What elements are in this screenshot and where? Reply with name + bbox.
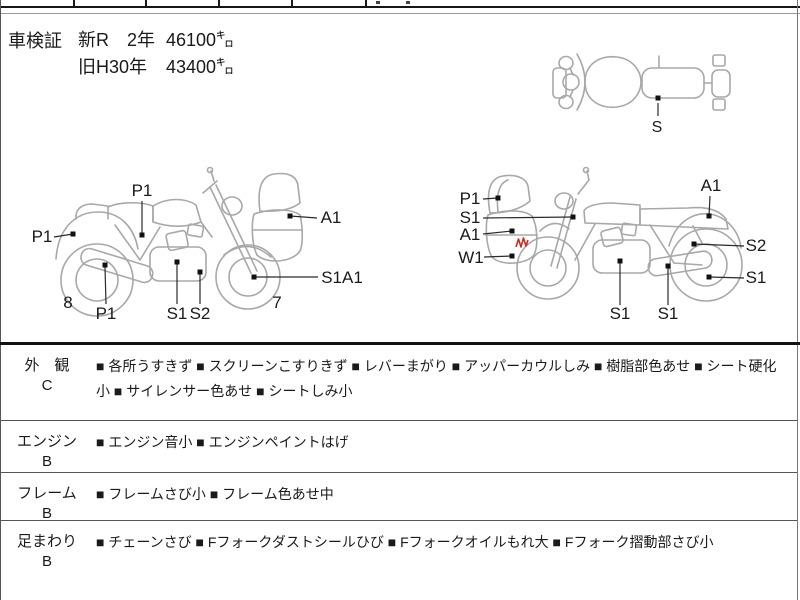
damage-code-label: S1	[746, 268, 767, 287]
damage-code-label: S1	[658, 304, 679, 323]
category-label: フレーム	[17, 485, 77, 502]
category-label: 外 観	[24, 357, 70, 374]
category-label: 足まわり	[16, 533, 77, 550]
motorcycle-right-view-art	[485, 166, 743, 302]
category-label: エンジン	[16, 433, 77, 450]
row-divider	[1, 520, 797, 521]
condition-row-engine: エンジン B ■ エンジン音小 ■ エンジンペイントはげ	[1, 421, 797, 472]
damage-code-label: W1	[458, 248, 484, 267]
grade-value: C	[41, 377, 53, 394]
table-divider	[291, 0, 293, 6]
damage-code-label: P1	[132, 181, 153, 200]
era-label: 新R 2年	[78, 30, 156, 50]
damage-code-label: S1	[167, 304, 188, 323]
table-divider	[365, 0, 367, 6]
condition-items: ■ フレームさび小 ■ フレーム色あせ中	[96, 486, 334, 502]
sheet-left-border	[0, 0, 1, 600]
mileage-value: 46100㌔	[166, 30, 235, 50]
right-view-annotations: P1 S1 A1 W1 A1 S2 S1 S1 S1	[458, 176, 766, 323]
damage-code-label: A1	[701, 176, 722, 195]
truncated-text-remnant	[376, 1, 380, 4]
panel-border	[0, 13, 800, 14]
damage-code-label: P1	[96, 304, 117, 323]
mileage-value: 43400㌔	[166, 57, 235, 77]
shaken-title: 車検証	[8, 31, 62, 51]
motorcycle-top-view-diagram: S	[552, 53, 731, 136]
motorcycle-right-view-diagram: P1 S1 A1 W1 A1 S2 S1 S1 S1	[458, 166, 766, 323]
grade-value: B	[41, 553, 52, 570]
grade-value: B	[41, 505, 52, 522]
damage-code-label: S1	[460, 208, 481, 227]
condition-row-undercarriage: 足まわり B ■ チェーンさび ■ Fフォークダストシールひび ■ Fフォークオ…	[1, 521, 797, 600]
table-border	[0, 6, 800, 8]
truncated-text-remnant	[406, 1, 410, 4]
tire-depth-number: 7	[272, 293, 281, 312]
row-divider	[1, 420, 797, 421]
motorcycle-left-view-diagram: P1 P1 A1 S1A1 P1 S1 S2 8 7	[32, 166, 363, 323]
damage-code-label: S2	[190, 304, 211, 323]
motorcycle-left-view-art	[55, 166, 304, 317]
table-divider	[145, 0, 147, 6]
damage-code-label: S	[652, 119, 663, 136]
motorcycle-top-view-art	[552, 53, 731, 111]
tire-depth-number: 8	[63, 293, 72, 312]
table-divider	[218, 0, 220, 6]
damage-code-label: P1	[460, 189, 481, 208]
condition-row-frame: フレーム B ■ フレームさび小 ■ フレーム色あせ中	[1, 473, 797, 522]
grade-value: B	[41, 453, 52, 470]
condition-items: ■ チェーンさび ■ Fフォークダストシールひび ■ Fフォークオイルもれ大 ■…	[96, 534, 714, 550]
left-view-annotations: P1 P1 A1 S1A1 P1 S1 S2 8 7	[32, 181, 363, 323]
damage-code-label: A1	[321, 208, 342, 227]
damage-code-label: A1	[460, 225, 481, 244]
damage-code-label: P1	[32, 227, 53, 246]
condition-table-top-border	[0, 342, 800, 345]
era-label: 旧H30年	[78, 57, 148, 77]
mileage-row-old: 旧H30年 43400㌔	[78, 54, 234, 81]
condition-items: ■ 各所うすきず ■ スクリーンこすりきず ■ レバーまがり ■ アッパーカウル…	[96, 358, 777, 399]
sheet-right-border	[797, 0, 798, 600]
row-divider	[1, 472, 797, 473]
marker-dot	[655, 95, 661, 101]
table-divider	[73, 0, 75, 6]
condition-items: ■ エンジン音小 ■ エンジンペイントはげ	[96, 434, 349, 450]
damage-code-label: S1	[610, 304, 631, 323]
vehicle-inspection-block: 車検証 新R 2年 46100㌔ 旧H30年 43400㌔	[8, 27, 234, 81]
mileage-row-new: 新R 2年 46100㌔	[78, 27, 234, 54]
condition-row-exterior: 外 観 C ■ 各所うすきず ■ スクリーンこすりきず ■ レバーまがり ■ ア…	[1, 345, 797, 420]
damage-code-label: S1A1	[321, 268, 363, 287]
damage-code-label: S2	[746, 236, 767, 255]
red-damage-scribble	[515, 237, 529, 248]
